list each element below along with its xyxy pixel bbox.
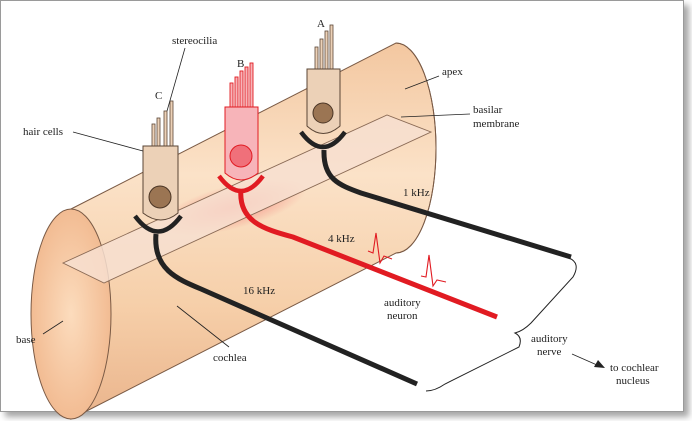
nerve-fiber-4khz	[238, 188, 498, 320]
leader-apex	[404, 75, 440, 90]
auditory-nerve-brace	[425, 257, 577, 392]
hair-cell-b	[217, 62, 265, 194]
label-cell-c: C	[155, 90, 162, 102]
label-auditory-nerve-1: auditory	[531, 333, 568, 345]
cochlea-body	[70, 42, 437, 420]
leader-base	[42, 320, 64, 335]
label-auditory-nerve-2: nerve	[537, 346, 562, 358]
label-to-cochlear-2: nucleus	[616, 375, 650, 387]
label-stereocilia: stereocilia	[172, 35, 217, 47]
arrow-head	[594, 360, 605, 368]
label-cell-b: B	[237, 58, 244, 70]
leader-basilar	[400, 113, 471, 118]
action-potential-2	[420, 254, 447, 288]
base-end	[30, 208, 112, 420]
label-to-cochlear-1: to cochlear	[610, 362, 659, 374]
nerve-fiber-1khz	[321, 149, 572, 260]
leader-cochlea	[176, 305, 230, 348]
label-16khz: 16 kHz	[243, 285, 275, 297]
label-cell-a: A	[317, 18, 325, 30]
arrow-line	[571, 353, 598, 366]
nerve-fiber-16khz	[153, 233, 419, 387]
hair-cell-c	[133, 100, 183, 234]
label-auditory-neuron-2: neuron	[387, 310, 418, 322]
label-4khz: 4 kHz	[328, 233, 355, 245]
label-basilar-2: membrane	[473, 118, 520, 130]
label-cochlea: cochlea	[213, 352, 247, 364]
apex-end	[395, 42, 437, 254]
leader-stereocilia	[166, 47, 186, 112]
label-1khz: 1 kHz	[403, 187, 430, 199]
label-auditory-neuron-1: auditory	[384, 297, 421, 309]
action-potential-1	[367, 232, 393, 265]
label-hair-cells: hair cells	[23, 126, 63, 138]
label-base: base	[16, 334, 36, 346]
hair-cell-a	[299, 24, 347, 150]
label-apex: apex	[442, 66, 463, 78]
leader-hair-cells	[72, 131, 144, 152]
label-basilar-1: basilar	[473, 104, 503, 116]
